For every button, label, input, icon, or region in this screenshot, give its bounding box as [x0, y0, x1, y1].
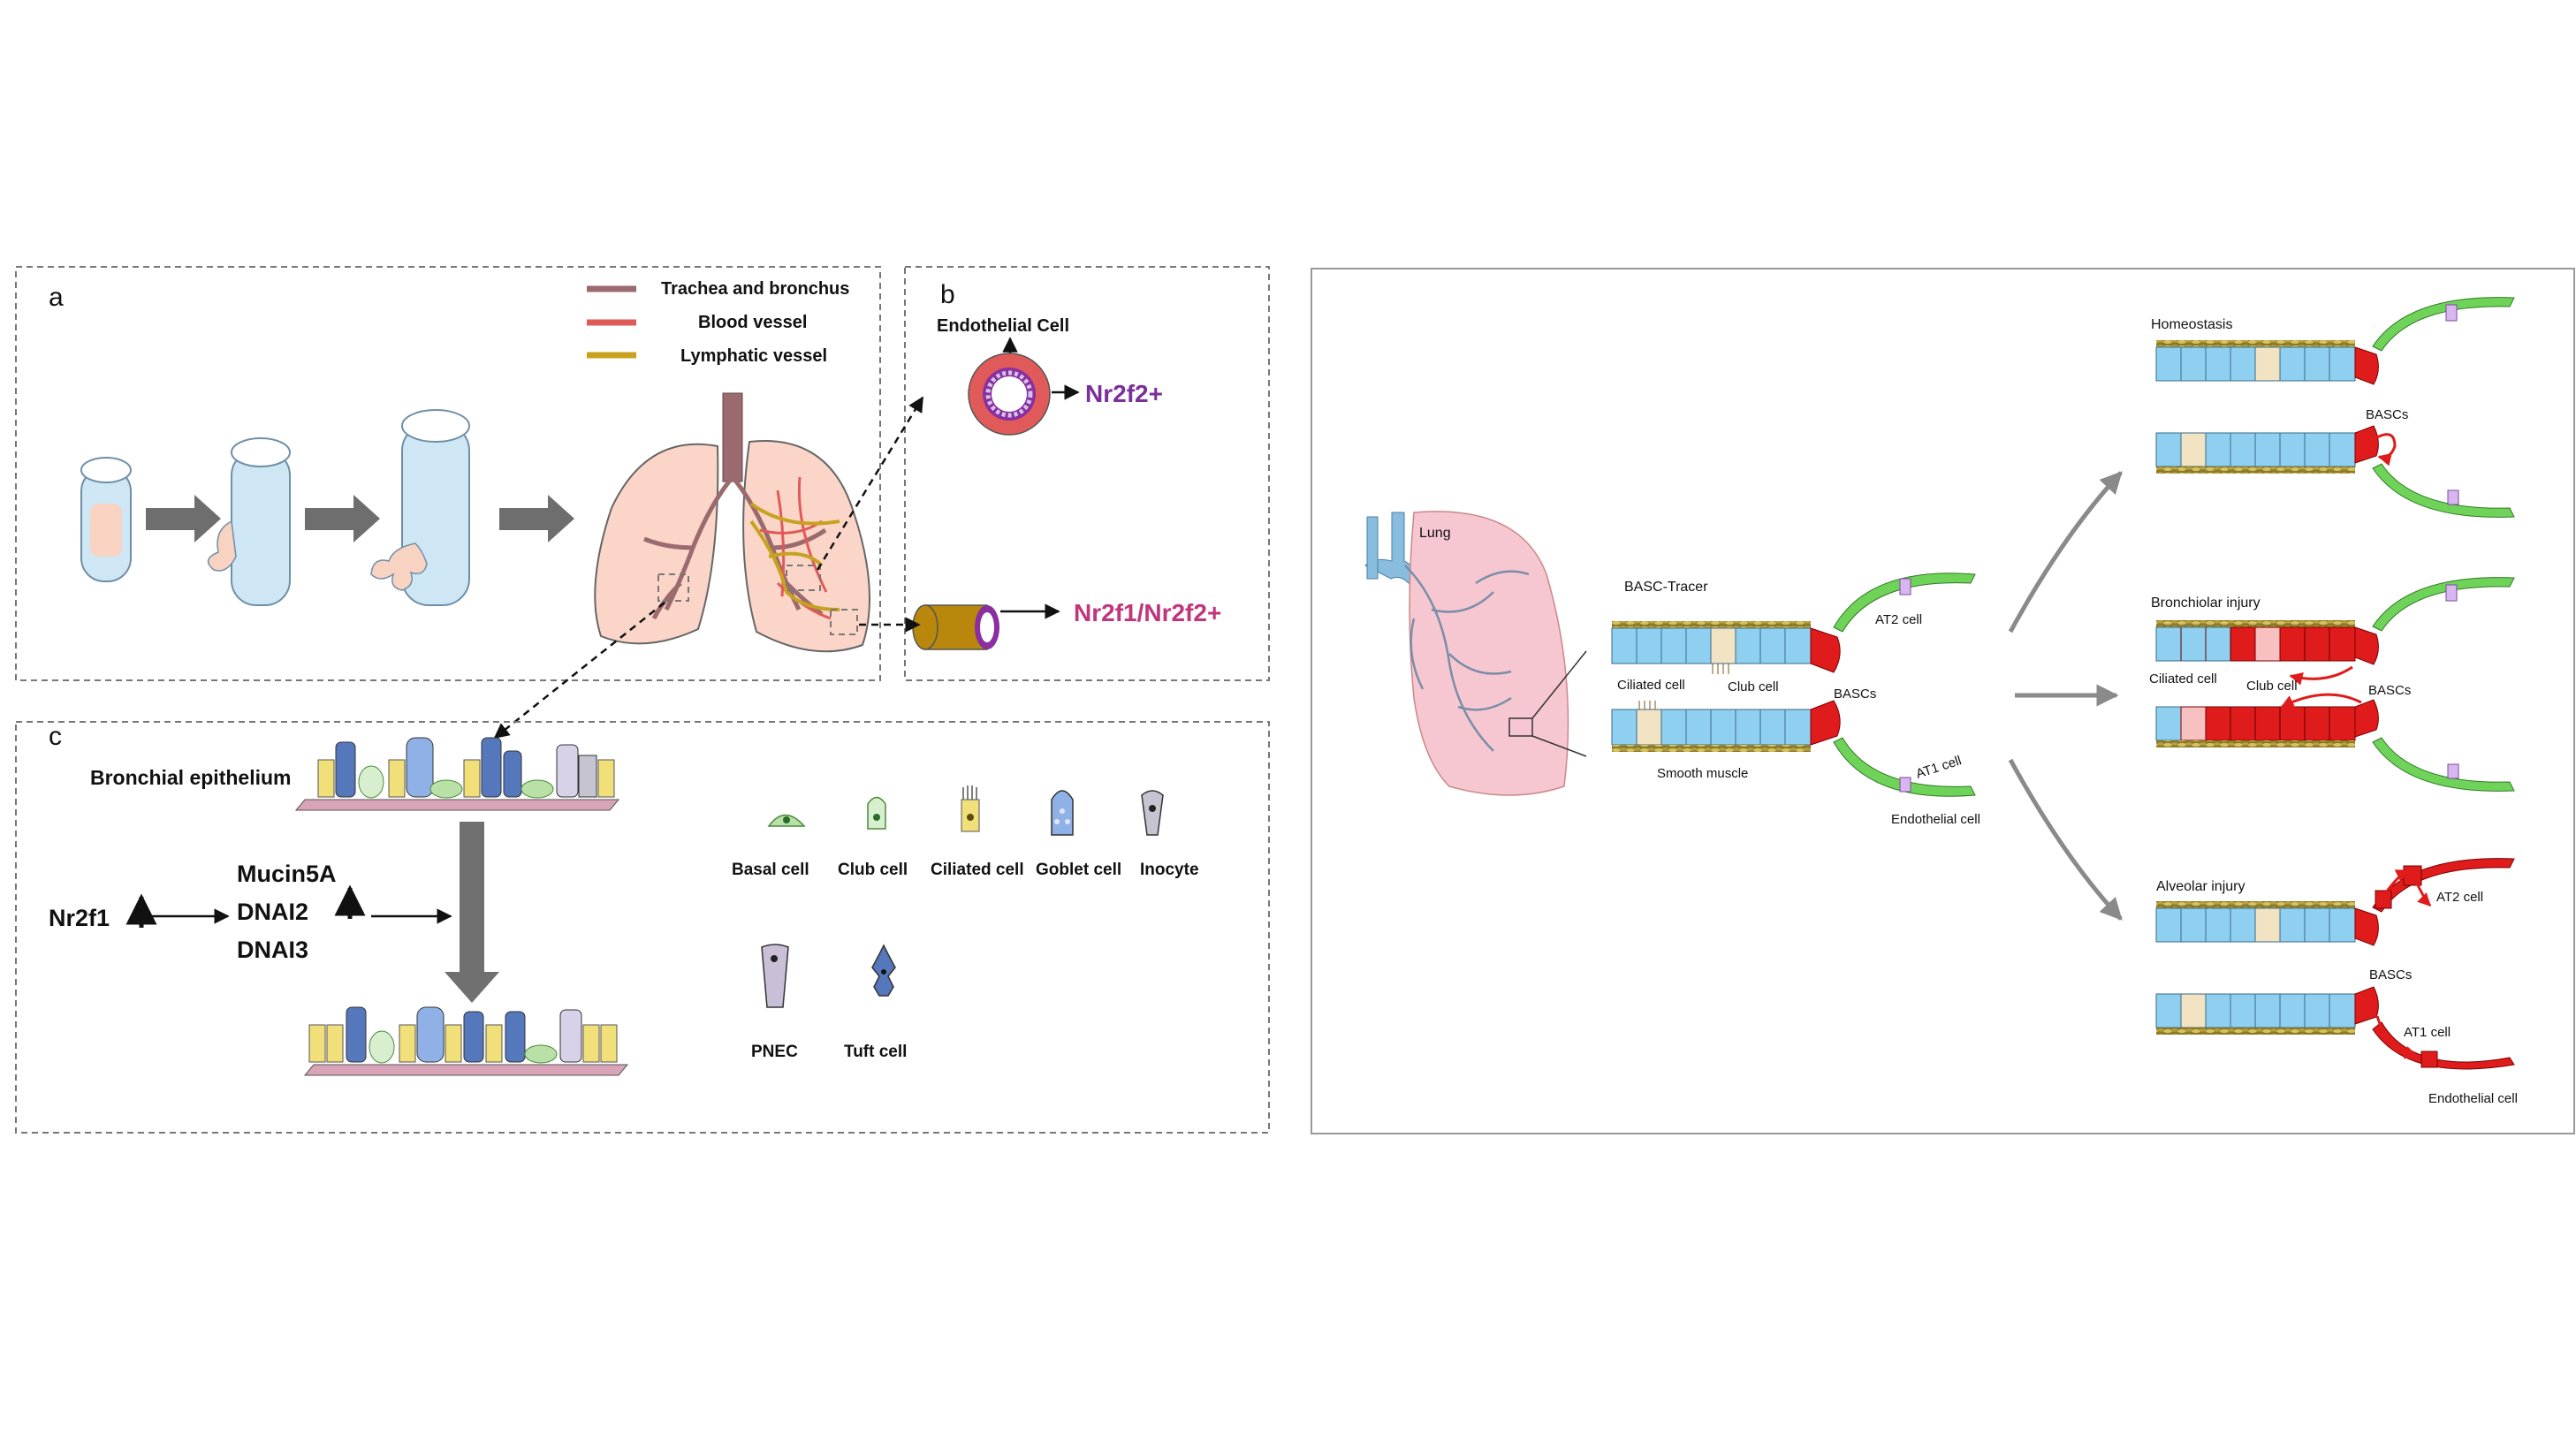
- down-arrow-icon: [445, 822, 499, 1003]
- blood-vessel-cross-section: [968, 353, 1051, 436]
- lung-label: Lung: [1419, 526, 1451, 541]
- alveolar-at2: AT2 cell: [2436, 890, 2483, 905]
- alveolar-endothelial: Endothelial cell: [2428, 1091, 2518, 1106]
- panel-a-frame: [15, 266, 881, 681]
- panel-b-frame: [904, 266, 1270, 681]
- label-goblet-cell: Goblet cell: [1036, 861, 1121, 879]
- zoom-box-lymph: [830, 609, 858, 635]
- zoom-line-top: [1531, 650, 1587, 719]
- panel-c-label: c: [49, 722, 62, 751]
- basal-cell-icon: [767, 814, 806, 827]
- alveolar-at1: AT1 cell: [2404, 1025, 2451, 1040]
- smooth-muscle-label: Smooth muscle: [1657, 766, 1748, 781]
- pnec-icon: [761, 944, 789, 1008]
- panel-b-label: b: [940, 280, 955, 309]
- arrow-to-homeostasis: [2008, 471, 2123, 633]
- tuft-cell-icon: [871, 944, 896, 997]
- label-basal-cell: Basal cell: [732, 861, 809, 879]
- tube-stage-3: [370, 409, 470, 606]
- bronchiolar-label: Bronchiolar injury: [2151, 596, 2261, 611]
- endothelial-cell-label: Endothelial Cell: [937, 316, 1069, 336]
- target-mucin5a: Mucin5A: [237, 861, 337, 887]
- inocyte-icon: [1141, 790, 1164, 836]
- state-alveolar-injury: Alveolar injury AT2 cell BASCs AT1 cell …: [2155, 858, 2518, 1106]
- basc-tracer-label: BASC-Tracer: [1624, 580, 1708, 595]
- panel-a: a Trachea and bronchus Blood vessel Lymp…: [15, 266, 881, 681]
- label-tuft-cell: Tuft cell: [844, 1043, 907, 1061]
- legend-label-blood: Blood vessel: [698, 313, 807, 332]
- legend-label-trachea: Trachea and bronchus: [661, 279, 849, 299]
- target-dnai3: DNAI3: [237, 937, 308, 963]
- arrow-right-1-icon: [146, 495, 221, 542]
- goblet-cell-icon: [1051, 790, 1074, 836]
- label-ciliated-cell: Ciliated cell: [931, 861, 1024, 879]
- bascs-label: BASCs: [1834, 687, 1876, 702]
- lung-zoom-box: [1508, 717, 1533, 737]
- panel-a-label: a: [49, 283, 64, 312]
- label-club-cell: Club cell: [838, 861, 908, 879]
- epithelium-top: [294, 737, 620, 811]
- club-label: Club cell: [1728, 679, 1779, 694]
- bronchial-epithelium-label: Bronchial epithelium: [90, 766, 291, 789]
- panel-c: c Bronchial epithelium Nr2f1: [15, 721, 1270, 1134]
- left-figure: a Trachea and bronchus Blood vessel Lymp…: [15, 266, 1270, 1134]
- alveolar-label: Alveolar injury: [2156, 879, 2245, 894]
- marker-nr2f2: Nr2f2+: [1085, 380, 1163, 407]
- label-inocyte: Inocyte: [1140, 861, 1199, 879]
- lymphatic-vessel-tube: [912, 604, 999, 650]
- ciliated-cell-icon: [961, 785, 980, 832]
- bronchiolar-ciliated: Ciliated cell: [2149, 671, 2217, 687]
- target-dnai2: DNAI2: [237, 899, 308, 925]
- label-pnec: PNEC: [751, 1043, 798, 1061]
- arrow-to-alveolar: [2008, 758, 2123, 921]
- zoom-box-blood: [786, 565, 821, 591]
- marker-nr2f1-nr2f2: Nr2f1/Nr2f2+: [1074, 599, 1221, 626]
- bronchiolar-bascs: BASCs: [2368, 683, 2411, 698]
- basc-tracer-schematic: BASC-Tracer AT2 cell Ciliated cell Club …: [1611, 573, 1980, 827]
- bronchiolar-club: Club cell: [2246, 679, 2298, 694]
- arrow-right-2-icon: [305, 495, 380, 542]
- ciliated-label: Ciliated cell: [1617, 678, 1685, 693]
- zoom-line-bottom: [1531, 735, 1587, 757]
- state-homeostasis: Homeostasis BASCs: [2151, 297, 2515, 518]
- gene-nr2f1: Nr2f1: [49, 905, 110, 931]
- lungs-illustration: [594, 392, 870, 653]
- panel-c-frame: [15, 721, 1270, 1134]
- arrow-right-3-icon: [499, 495, 574, 542]
- homeostasis-bascs: BASCs: [2366, 407, 2408, 422]
- state-bronchiolar-injury: Bronchiolar injury Ciliated cell Club ce…: [2149, 577, 2515, 792]
- zoom-box-bronchus: [657, 573, 689, 602]
- endothelial-label: Endothelial cell: [1891, 812, 1980, 827]
- epithelium-bottom: [303, 1006, 629, 1076]
- panel-b: b Endothelial Cell Nr2f2+ Nr2f1/Nr2f2+: [904, 266, 1270, 681]
- dashed-arrow-to-vessel: [816, 396, 924, 571]
- right-figure: Lung BASC-Tracer AT2 cell Cilia: [1311, 268, 2575, 1134]
- homeostasis-label: Homeostasis: [2151, 317, 2232, 332]
- legend-label-lymph: Lymphatic vessel: [680, 346, 827, 366]
- tube-stage-2: [207, 437, 291, 606]
- right-lung: Lung: [1364, 511, 1587, 796]
- club-cell-icon: [867, 796, 886, 830]
- legend: Trachea and bronchus Blood vessel Lympha…: [587, 279, 849, 366]
- at2-label: AT2 cell: [1875, 612, 1922, 627]
- tube-stage-1: [80, 457, 132, 582]
- alveolar-bascs: BASCs: [2369, 967, 2412, 982]
- cell-legend: Basal cell Club cell Ciliated cell: [732, 785, 1199, 1061]
